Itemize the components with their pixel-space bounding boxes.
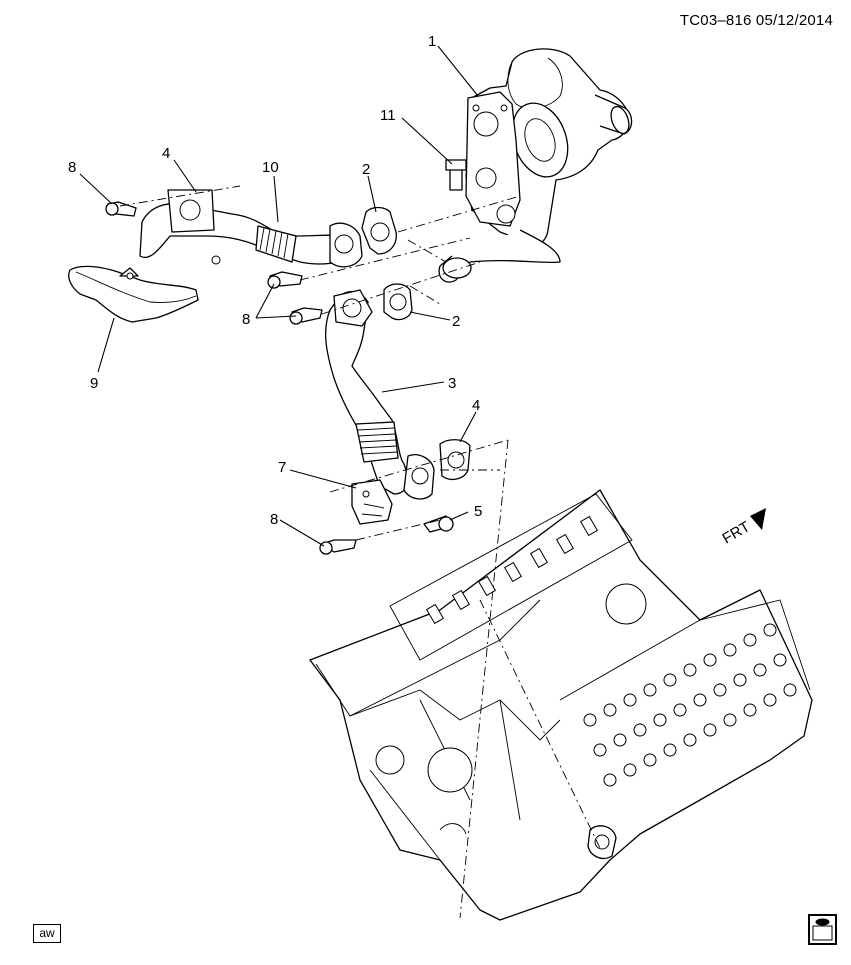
exhaust-pipe-10 (139, 189, 363, 268)
bolt-8-left (105, 201, 137, 217)
bolt-8-lower-middle (289, 307, 323, 325)
callout-9: 9 (90, 375, 98, 392)
callout-4-upper: 4 (162, 145, 170, 162)
callout-1: 1 (428, 33, 436, 50)
callout-2-lower: 2 (452, 313, 460, 330)
turbocharger (438, 48, 633, 283)
front-arrow-icon (750, 508, 766, 530)
artist-initials-box: aw (33, 924, 61, 943)
callout-8-left: 8 (68, 159, 76, 176)
gasket-deck-slots (425, 515, 599, 625)
callout-10: 10 (262, 159, 279, 176)
callout-8-middle: 8 (242, 311, 250, 328)
exhaust-pipe-3 (325, 289, 435, 500)
callout-numbers: 1 11 8 4 10 2 2 8 9 3 4 7 5 8 (68, 33, 482, 528)
front-label: FRT (720, 518, 754, 547)
gm-spo-logo (808, 914, 837, 945)
gasket-4-lower (439, 439, 471, 481)
callout-5: 5 (474, 503, 482, 520)
callout-2-upper: 2 (362, 161, 370, 178)
callout-4-lower: 4 (472, 397, 480, 414)
front-direction-indicator: FRT (720, 508, 766, 547)
gasket-2-lower (383, 283, 413, 321)
callout-3: 3 (448, 375, 456, 392)
cylinder-head-bolt-pattern (583, 623, 797, 787)
gasket-2-upper (361, 206, 397, 255)
bolt-8-bottom (319, 539, 357, 555)
bracket-7 (351, 479, 393, 525)
diagram-reference-code: TC03–816 05/12/2014 (679, 12, 833, 29)
gm-spo-logo-icon (812, 918, 833, 941)
bolt-11 (445, 159, 467, 191)
callout-8-bottom: 8 (270, 511, 278, 528)
engine-block (309, 489, 813, 921)
callout-11: 11 (380, 107, 396, 124)
alignment-centerlines (119, 185, 601, 919)
heat-shield-9 (68, 265, 199, 323)
leader-lines (79, 45, 479, 547)
bolt-5 (423, 515, 454, 533)
callout-7: 7 (278, 459, 286, 476)
